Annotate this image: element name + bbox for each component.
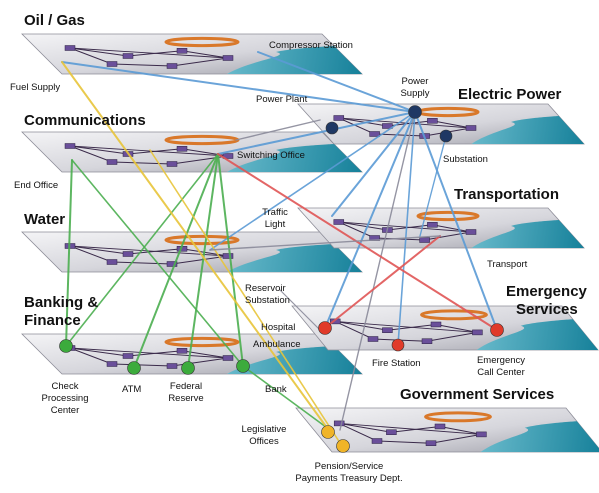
facility-box-electric-power-3 — [466, 126, 476, 131]
label-emergency-call-line2: Call Center — [468, 367, 534, 378]
facility-box-transportation-4 — [420, 238, 430, 243]
emergency-call-node — [491, 324, 504, 337]
label-pension-line2: Payments Treasury Dept. — [280, 473, 418, 484]
facility-box-oil-gas-3 — [223, 56, 233, 61]
facility-box-government-services-1 — [386, 430, 396, 435]
facility-box-oil-gas-5 — [107, 62, 117, 67]
hospital-node — [319, 322, 332, 335]
label-check-processing-line2: Processing — [38, 393, 92, 404]
label-legislative-line1: Legislative — [236, 424, 292, 435]
atm-node — [128, 362, 141, 375]
label-fuel-supply: Fuel Supply — [10, 82, 60, 93]
label-check-processing-line3: Center — [38, 405, 92, 416]
label-reservoir-line1: Reservoir — [245, 283, 286, 294]
sector-title-electric-power: Electric Power — [458, 86, 561, 103]
sector-title-water: Water — [24, 211, 65, 228]
sector-title-banking-line1: Banking & — [24, 294, 98, 311]
label-emergency-call-line1: Emergency — [468, 355, 534, 366]
power-plant-node — [326, 122, 338, 134]
facility-box-banking-1 — [123, 354, 133, 359]
label-federal-reserve-line1: Federal — [164, 381, 208, 392]
sector-title-oil-gas: Oil / Gas — [24, 12, 85, 29]
sector-title-transportation: Transportation — [454, 186, 559, 203]
label-traffic-light-line1: Traffic — [256, 207, 294, 218]
facility-box-emergency-services-2 — [431, 322, 441, 327]
label-fire-station: Fire Station — [372, 358, 421, 369]
facility-box-banking-3 — [223, 356, 233, 361]
facility-box-government-services-0 — [334, 421, 344, 426]
facility-box-communications-0 — [65, 144, 75, 149]
label-federal-reserve-line2: Reserve — [164, 393, 208, 404]
facility-box-banking-5 — [107, 362, 117, 367]
facility-box-water-3 — [223, 254, 233, 259]
label-transport: Transport — [487, 259, 527, 270]
facility-box-electric-power-2 — [427, 118, 437, 123]
substation-node — [440, 130, 452, 142]
sector-title-communications: Communications — [24, 112, 146, 129]
label-power-supply-line1: Power — [393, 76, 437, 87]
sector-title-banking-line2: Finance — [24, 312, 81, 329]
facility-box-oil-gas-1 — [123, 54, 133, 59]
label-power-plant: Power Plant — [256, 94, 307, 105]
facility-box-emergency-services-3 — [472, 330, 482, 335]
check-processing-node — [60, 340, 73, 353]
facility-box-emergency-services-5 — [368, 337, 378, 342]
facility-box-oil-gas-0 — [65, 46, 75, 51]
label-bank: Bank — [265, 384, 287, 395]
label-power-supply-line2: Supply — [393, 88, 437, 99]
facility-box-government-services-2 — [435, 424, 445, 429]
label-switching-office: Switching Office — [237, 150, 305, 161]
sector-title-government-services: Government Services — [400, 386, 554, 403]
facility-box-banking-4 — [167, 364, 177, 369]
fire-station-node — [392, 339, 404, 351]
label-legislative-line2: Offices — [236, 436, 292, 447]
sector-title-emergency-line1: Emergency — [506, 283, 587, 300]
plane-water — [22, 232, 362, 272]
federal-reserve-node — [182, 362, 195, 375]
facility-box-emergency-services-4 — [422, 339, 432, 344]
facility-box-communications-4 — [167, 162, 177, 167]
label-traffic-light-line2: Light — [256, 219, 294, 230]
facility-box-electric-power-5 — [370, 132, 380, 137]
plane-communications — [22, 132, 362, 172]
label-substation: Substation — [443, 154, 488, 165]
facility-box-government-services-3 — [476, 432, 486, 437]
facility-box-banking-2 — [177, 348, 187, 353]
label-ambulance: Ambulance — [253, 339, 301, 350]
power-supply-node — [409, 106, 422, 119]
facility-box-communications-5 — [107, 160, 117, 165]
label-pension-line1: Pension/Service — [280, 461, 418, 472]
label-reservoir-line2: Substation — [245, 295, 290, 306]
facility-box-oil-gas-4 — [167, 64, 177, 69]
label-atm: ATM — [122, 384, 141, 395]
facility-box-electric-power-0 — [334, 116, 344, 121]
label-end-office: End Office — [14, 180, 58, 191]
facility-box-government-services-4 — [426, 441, 436, 446]
facility-box-emergency-services-1 — [382, 328, 392, 333]
link-bank-to-government — [243, 366, 330, 430]
pension-node — [337, 440, 350, 453]
label-compressor-station: Compressor Station — [269, 40, 353, 51]
bank-node — [237, 360, 250, 373]
facility-box-oil-gas-2 — [177, 48, 187, 53]
label-hospital: Hospital — [261, 322, 295, 333]
facility-box-water-5 — [107, 260, 117, 265]
label-check-processing-line1: Check — [38, 381, 92, 392]
facility-box-transportation-2 — [427, 222, 437, 227]
sector-title-emergency-line2: Services — [516, 301, 578, 318]
legislative-node — [322, 426, 335, 439]
facility-box-water-1 — [123, 252, 133, 257]
facility-box-communications-2 — [177, 146, 187, 151]
facility-box-transportation-3 — [466, 230, 476, 235]
facility-box-government-services-5 — [372, 439, 382, 444]
facility-box-transportation-0 — [334, 220, 344, 225]
